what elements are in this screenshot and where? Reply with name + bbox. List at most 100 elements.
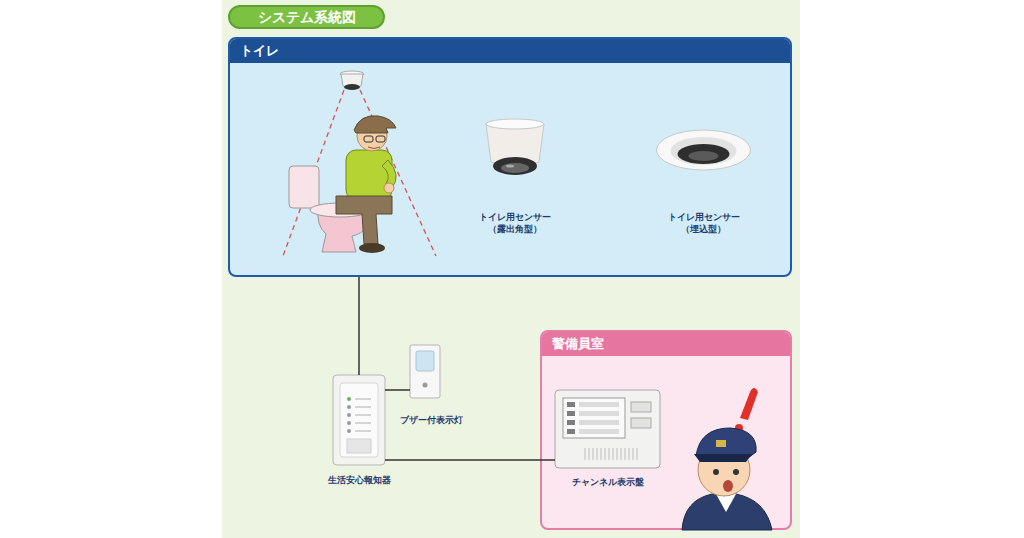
sensor-rim — [486, 119, 544, 129]
panel-vent — [585, 448, 586, 460]
panel-vent — [593, 448, 594, 460]
panel-heading: トイレ — [240, 43, 279, 58]
man-shoe — [359, 243, 385, 253]
buzzer-plate — [410, 345, 440, 398]
guard-eye — [733, 469, 739, 475]
sensor-lens — [689, 151, 719, 161]
alert-mark — [740, 388, 758, 420]
alarm-line — [355, 406, 371, 408]
man-mouth — [368, 147, 380, 149]
device-node: トイレ用センサー （埋込型） — [655, 128, 752, 172]
device-caption: 生活安心報知器 — [314, 475, 404, 487]
device-drawing — [333, 375, 385, 465]
alarm-line — [355, 398, 371, 400]
alarm-body — [333, 375, 385, 465]
alarm-indicator — [347, 405, 351, 409]
channel-label — [579, 411, 619, 416]
alarm-indicator — [347, 413, 351, 417]
sensor-lens — [493, 157, 537, 175]
ceiling-sensor — [341, 74, 363, 89]
alarm-line — [355, 414, 371, 416]
alert-mark — [735, 424, 743, 432]
guard-illustration — [682, 388, 772, 530]
guard-badge — [716, 440, 726, 447]
channel-lamp — [567, 429, 575, 434]
man-arm — [382, 160, 396, 188]
panel-vent — [605, 448, 606, 460]
device-node: チャンネル表示盤 — [555, 390, 660, 468]
toilet-seat — [310, 203, 370, 217]
wire-connector — [385, 459, 555, 461]
sensor-highlight — [506, 165, 514, 168]
guard-uniform — [682, 494, 772, 530]
alarm-indicator — [347, 397, 351, 401]
guard-collar — [716, 494, 736, 512]
wire-connector — [358, 277, 360, 375]
panel-vent — [589, 448, 590, 460]
panel-vent — [629, 448, 630, 460]
ceiling-sensor-lens — [344, 84, 360, 90]
device-caption: トイレ用センサー （埋込型） — [664, 212, 744, 235]
guard-cap — [696, 428, 756, 458]
panel-body — [555, 390, 660, 468]
channel-label — [579, 420, 619, 425]
panel-header: トイレ — [230, 39, 790, 63]
device-caption: ブザー付表示灯 — [391, 415, 471, 427]
panel-vent — [625, 448, 626, 460]
guard-visor — [694, 454, 752, 462]
panel-vent — [601, 448, 602, 460]
room-panel: 警備員室チャンネル表示盤 — [540, 330, 792, 530]
man-sweater — [346, 150, 392, 200]
panel-vent — [617, 448, 618, 460]
man-cap — [354, 116, 396, 133]
alarm-line — [355, 422, 371, 424]
diagram-title: システム系統図 — [228, 5, 385, 29]
alarm-speaker — [347, 439, 371, 453]
guard-face — [698, 444, 750, 496]
panel-vent — [613, 448, 614, 460]
alarm-line — [355, 430, 371, 432]
buzzer-lamp — [416, 351, 434, 371]
toilet-tank — [289, 166, 319, 208]
channel-label — [579, 402, 619, 407]
channel-lamp — [567, 402, 575, 407]
wire-connector — [385, 389, 410, 391]
panel-vent — [621, 448, 622, 460]
device-caption: トイレ用センサー （露出角型） — [475, 212, 555, 235]
sensor-lens — [501, 163, 529, 173]
guard-eye — [713, 469, 719, 475]
panel-switch — [631, 402, 651, 412]
panel-header: 警備員室 — [542, 332, 790, 356]
device-caption: チャンネル表示盤 — [553, 477, 663, 489]
device-drawing — [655, 128, 752, 172]
toilet-bowl — [318, 206, 372, 252]
channel-lamp — [567, 411, 575, 416]
sensor-ring — [671, 137, 737, 165]
panel-switch — [631, 418, 651, 428]
alarm-indicator — [347, 421, 351, 425]
man-glasses — [364, 136, 373, 142]
panel-vent — [609, 448, 610, 460]
panel-vent — [597, 448, 598, 460]
toilet-user-illustration — [283, 71, 436, 256]
panel-face — [563, 398, 625, 438]
buzzer-hole — [423, 383, 428, 388]
ceiling-sensor — [340, 71, 364, 77]
device-node: ブザー付表示灯 — [410, 345, 440, 398]
panel-heading: 警備員室 — [552, 336, 604, 351]
guard-mouth — [723, 480, 733, 492]
panel-vent — [633, 448, 634, 460]
channel-label — [579, 429, 619, 434]
man-hand — [384, 183, 394, 193]
device-node: 生活安心報知器 — [333, 375, 385, 465]
alarm-indicator — [347, 429, 351, 433]
device-drawing — [555, 390, 660, 468]
detection-range — [283, 90, 344, 256]
panel-vent — [637, 448, 638, 460]
alarm-face — [340, 383, 378, 457]
sensor-ring — [657, 130, 751, 170]
sensor-lens — [678, 144, 730, 164]
device-drawing — [410, 345, 440, 398]
room-panel: トイレトイレ用センサー （露出角型） トイレ用センサー （埋込型） — [228, 37, 792, 277]
